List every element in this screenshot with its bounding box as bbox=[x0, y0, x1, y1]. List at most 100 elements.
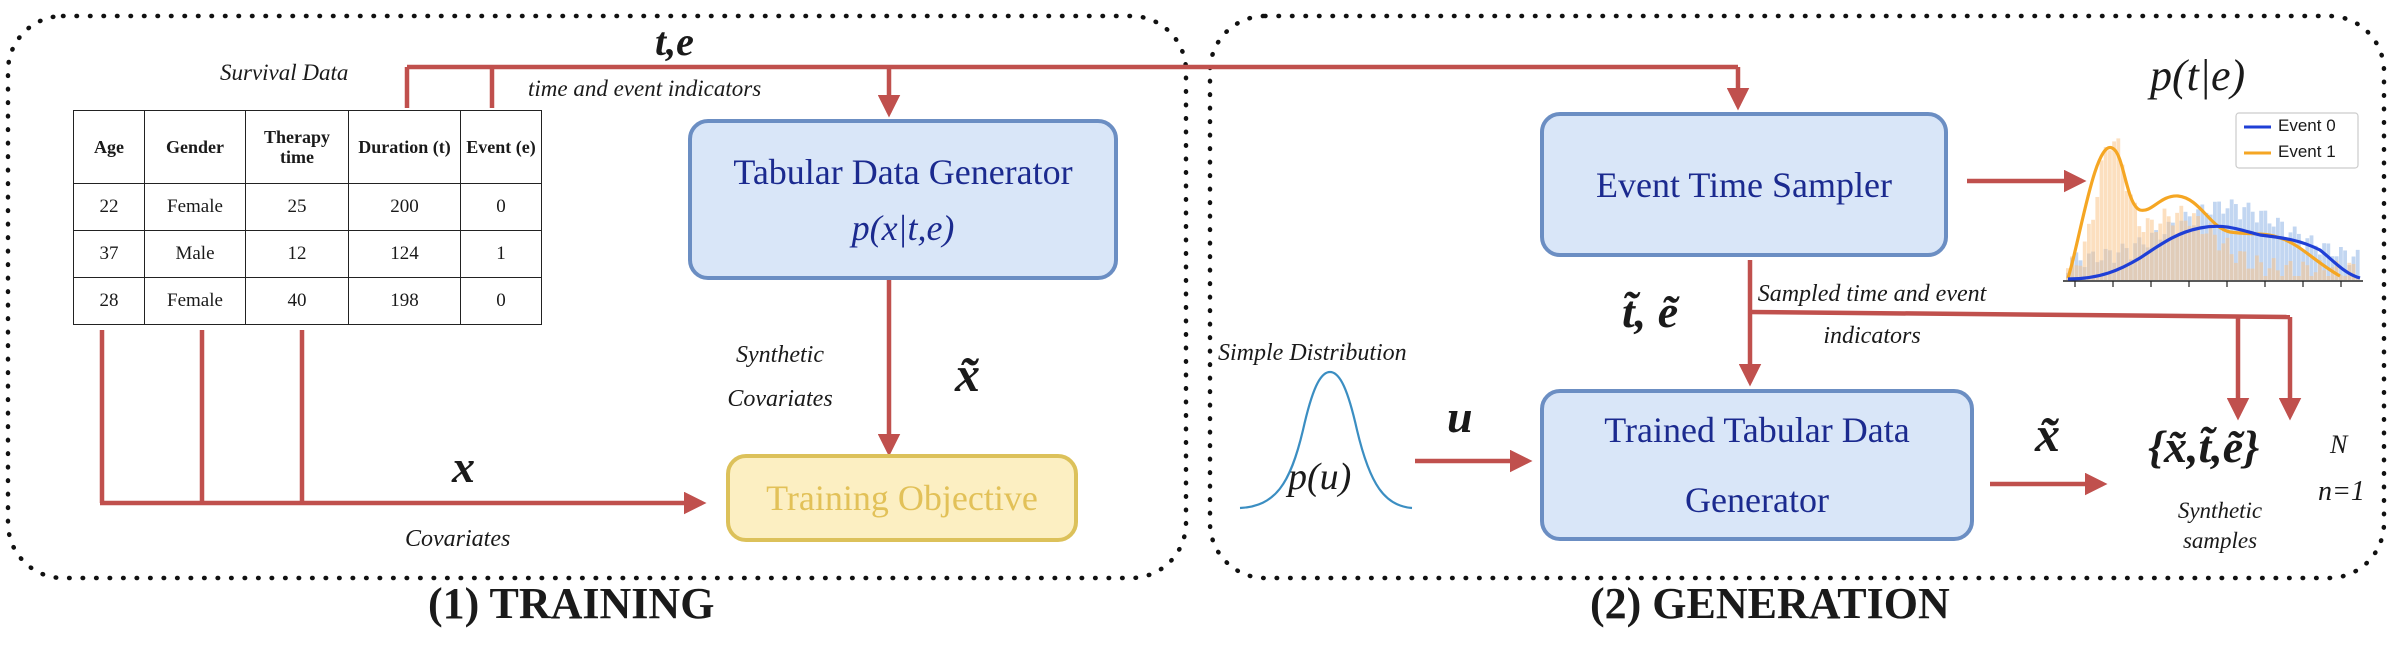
table-row: 22 Female 25 200 0 bbox=[73, 183, 542, 231]
cell: 12 bbox=[245, 230, 349, 278]
cell: 25 bbox=[245, 183, 349, 231]
hist-bar-event1 bbox=[2330, 267, 2335, 280]
trained-tabular-generator-box: Trained Tabular Data Generator bbox=[1540, 389, 1974, 541]
sampled-time-event-label: Sampled time and event indicators bbox=[1757, 281, 1987, 349]
hist-bar-event1 bbox=[2095, 196, 2100, 280]
hist-bar-event1 bbox=[2217, 250, 2221, 280]
hist-bar-event1 bbox=[2267, 268, 2272, 280]
hist-bar-event0 bbox=[2343, 250, 2347, 280]
tabular-data-generator-box: Tabular Data Generator p(x|t,e) bbox=[688, 119, 1118, 280]
hist-bar-event1 bbox=[2087, 223, 2091, 280]
synthetic-samples-label: Synthetic samples bbox=[2177, 498, 2263, 553]
col-header-age: Age bbox=[73, 110, 145, 184]
hist-bar-event0 bbox=[2276, 217, 2280, 280]
hist-bar-event0 bbox=[2280, 221, 2284, 280]
event0-density-line bbox=[2067, 224, 2361, 281]
u-label: u bbox=[1447, 391, 1473, 442]
hist-bar-event0 bbox=[2267, 223, 2272, 280]
survival-data-table: Age Gender Therapy time Duration (t) Eve… bbox=[73, 110, 542, 325]
hist-bar-event1 bbox=[2250, 268, 2255, 280]
training-objective-label: Training Objective bbox=[766, 478, 1038, 518]
output-set-superscript: N bbox=[2330, 430, 2348, 459]
hist-bar-event1 bbox=[2200, 234, 2205, 280]
hist-bar-event1 bbox=[2292, 276, 2297, 280]
covariates-label: Covariates bbox=[405, 526, 511, 552]
hist-bar-event1 bbox=[2133, 202, 2137, 280]
hist-bar-event0 bbox=[2339, 247, 2343, 280]
x-tilde-training-label: x̃ bbox=[955, 346, 980, 402]
hist-bar-event1 bbox=[2124, 191, 2129, 280]
hist-bar-event1 bbox=[2229, 254, 2234, 280]
pte-label: p(t|e) bbox=[2150, 51, 2246, 100]
event-time-histogram bbox=[2063, 112, 2363, 287]
hist-bar-event1 bbox=[2288, 261, 2293, 280]
hist-bar-event1 bbox=[2301, 261, 2305, 280]
sampled-branch-line bbox=[1749, 309, 2291, 320]
hist-bar-event0 bbox=[2259, 210, 2263, 280]
te-label: t,e bbox=[655, 19, 694, 64]
cell: 22 bbox=[73, 183, 145, 231]
hist-bar-event1 bbox=[2347, 262, 2352, 280]
generator-box-formula: p(x|t,e) bbox=[851, 207, 955, 248]
time-event-label: time and event indicators bbox=[528, 76, 762, 101]
hist-bar-event1 bbox=[2099, 160, 2104, 280]
cell: 0 bbox=[460, 183, 542, 231]
hist-bar-event1 bbox=[2187, 225, 2192, 280]
synthetic-covariates-label: Synthetic Covariates bbox=[727, 342, 833, 412]
hist-bar-event1 bbox=[2179, 205, 2184, 280]
training-panel bbox=[5, 13, 1189, 581]
hist-bar-event1 bbox=[2326, 276, 2331, 280]
table-row: 37 Male 12 124 1 bbox=[73, 230, 542, 278]
generation-panel bbox=[1207, 13, 2387, 581]
hist-bar-event1 bbox=[2175, 212, 2179, 280]
legend-event0-label: Event 0 bbox=[2278, 116, 2336, 135]
output-set-body: {x̃,t̃,ẽ} bbox=[2148, 421, 2260, 472]
hist-bar-event1 bbox=[2334, 260, 2339, 280]
hist-bar-event0 bbox=[2242, 207, 2247, 280]
survival-data-label: Survival Data bbox=[220, 60, 349, 85]
cell: 1 bbox=[460, 230, 542, 278]
hist-bar-event0 bbox=[2288, 232, 2293, 280]
hist-bar-event1 bbox=[2238, 251, 2242, 280]
hist-bar-event0 bbox=[2326, 243, 2331, 280]
training-objective-box: Training Objective bbox=[726, 454, 1078, 542]
hist-bar-event0 bbox=[2322, 243, 2326, 280]
hist-bar-event1 bbox=[2112, 141, 2116, 280]
hist-bar-event1 bbox=[2276, 270, 2280, 280]
hist-bar-event0 bbox=[2217, 201, 2221, 280]
hist-bar-event0 bbox=[2313, 245, 2318, 280]
hist-bar-event0 bbox=[2355, 249, 2360, 280]
hist-bar-event1 bbox=[2225, 237, 2230, 280]
hist-bar-event1 bbox=[2074, 265, 2079, 280]
hist-bar-event1 bbox=[2280, 276, 2284, 280]
hist-bar-event0 bbox=[2284, 237, 2289, 280]
cell: 200 bbox=[348, 183, 461, 231]
hist-bar-event1 bbox=[2221, 243, 2226, 280]
col-header-therapy-time: Therapy time bbox=[245, 110, 349, 184]
hist-bar-event1 bbox=[2246, 268, 2251, 280]
cell: Male bbox=[144, 230, 246, 278]
hist-bar-event1 bbox=[2162, 208, 2167, 280]
hist-bar-event1 bbox=[2309, 276, 2314, 280]
hist-bar-event1 bbox=[2129, 194, 2133, 280]
hist-bar-event1 bbox=[2183, 220, 2188, 280]
hist-bar-event1 bbox=[2259, 262, 2263, 280]
cell: 124 bbox=[348, 230, 461, 278]
hist-bar-event1 bbox=[2234, 262, 2238, 280]
x-label: x bbox=[452, 441, 475, 492]
hist-bar-event1 bbox=[2208, 223, 2213, 280]
hist-bar-event1 bbox=[2082, 241, 2087, 280]
hist-bar-event1 bbox=[2204, 233, 2209, 280]
hist-bar-event1 bbox=[2192, 213, 2196, 280]
training-title: (1) TRAINING bbox=[428, 579, 715, 628]
simple-distribution-label: Simple Distribution bbox=[1218, 340, 1407, 366]
hist-bar-event1 bbox=[2242, 251, 2247, 280]
hist-bar-event1 bbox=[2351, 264, 2356, 280]
hist-bar-event1 bbox=[2339, 275, 2343, 280]
hist-bar-event1 bbox=[2343, 276, 2347, 280]
hist-bar-event0 bbox=[2292, 226, 2297, 280]
hist-bar-event1 bbox=[2103, 147, 2108, 280]
cell: Female bbox=[144, 183, 246, 231]
hist-bar-event1 bbox=[2116, 138, 2121, 280]
sampler-box-label: Event Time Sampler bbox=[1596, 164, 1892, 205]
